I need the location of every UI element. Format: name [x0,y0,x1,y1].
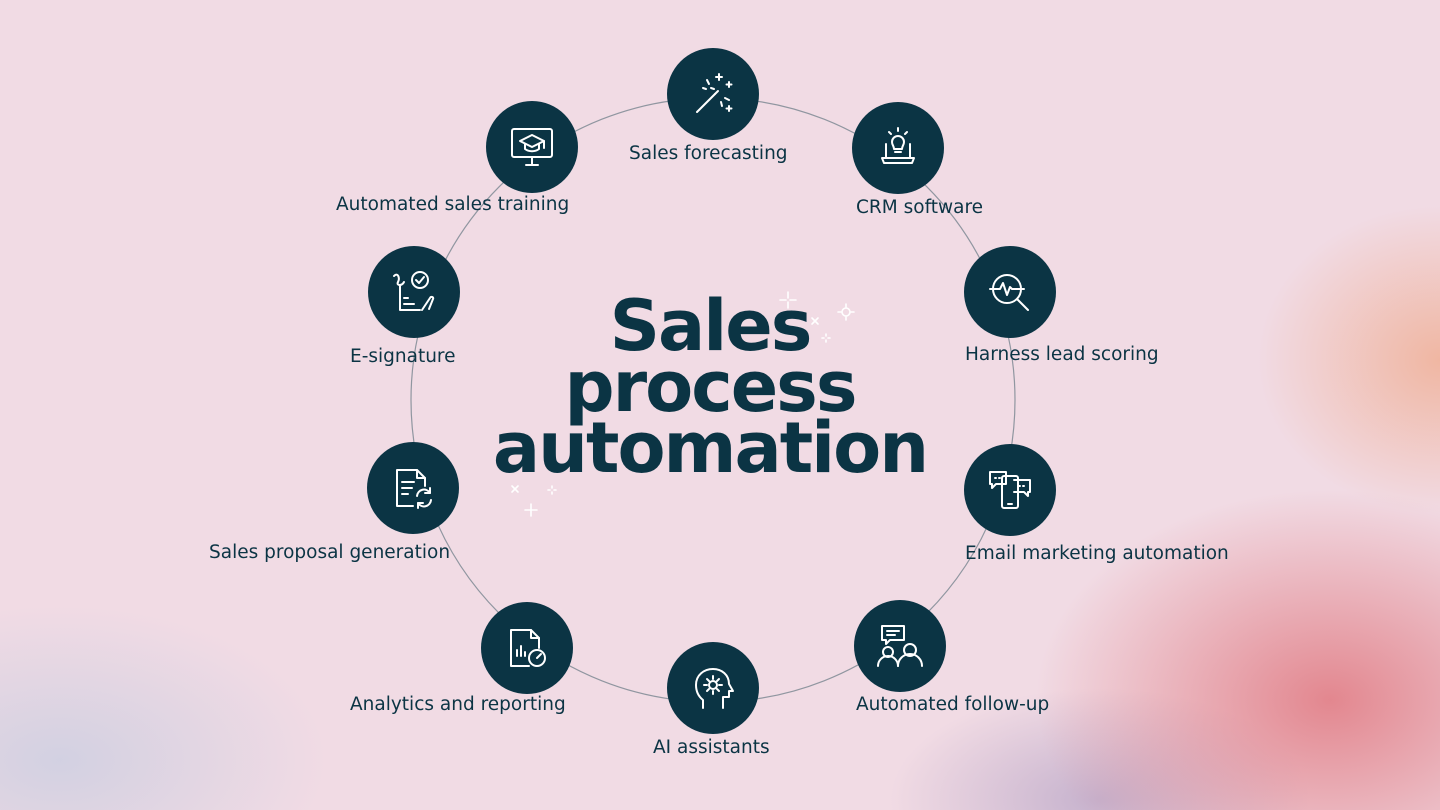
signature-check-icon [393,271,435,311]
node-automated-sales-training [486,101,578,193]
label-analytics-and-reporting: Analytics and reporting [350,694,566,715]
label-harness-lead-scoring: Harness lead scoring [965,344,1159,365]
label-email-marketing-automation: Email marketing automation [965,543,1229,564]
chat-bubbles-phone-icon [989,471,1031,509]
title-line-2: process [564,346,857,428]
node-email-marketing-automation [964,444,1056,536]
node-analytics-and-reporting [481,602,573,694]
label-ai-assistants: AI assistants [653,737,770,758]
label-e-signature: E-signature [350,346,456,367]
label-crm-software: CRM software [856,197,984,218]
label-sales-forecasting: Sales forecasting [629,143,788,164]
lightbulb-laptop-icon [881,127,915,164]
label-automated-sales-training: Automated sales training [336,194,570,215]
node-harness-lead-scoring [964,246,1056,338]
node-e-signature [368,246,460,338]
label-sales-proposal-generation: Sales proposal generation [209,542,451,563]
label-automated-follow-up: Automated follow-up [856,694,1050,715]
node-automated-follow-up [854,600,946,692]
node-sales-proposal-generation [367,442,459,534]
magnifier-pulse-icon [989,274,1029,311]
title-line-1: Sales [609,285,813,367]
sparkle-decoration-bottom [511,485,557,517]
report-gauge-icon [510,629,546,667]
document-refresh-icon [396,469,432,509]
people-chat-icon [877,625,923,667]
node-sales-forecasting [667,48,759,140]
sparkle-decoration-top [779,291,855,343]
magic-wand-sparkles-icon [696,73,733,113]
node-ai-assistants [667,642,759,734]
node-crm-software [852,102,944,194]
title-line-3: automation [492,407,929,489]
monitor-graduation-cap-icon [511,128,553,166]
head-gear-icon [695,668,734,709]
page-title: Sales process automation [430,285,990,489]
